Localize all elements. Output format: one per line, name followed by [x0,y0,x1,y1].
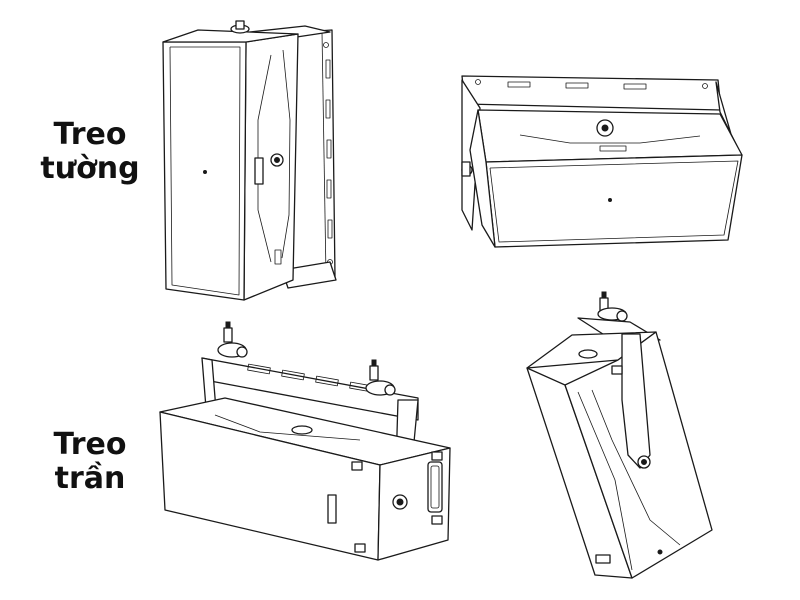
speaker-wall-horizontal [462,76,742,247]
ceiling-clamp [598,292,627,321]
ceiling-mount-label-line2: trần [54,461,126,496]
speaker-wall-vertical [163,21,336,300]
side-handle [428,462,442,512]
ceiling-clamp-left [218,322,247,357]
speaker-left-side [470,110,495,247]
top-connector [292,426,312,434]
side-handle [255,158,263,184]
front-handle [328,495,336,523]
wall-mount-label-line2: tường [40,151,140,186]
wall-mount-label: Treo tường [30,118,150,186]
top-connector [579,350,597,358]
ceiling-clamp-right [366,360,395,395]
ceiling-mount-label: Treo trần [30,428,150,496]
speaker-front-face [486,155,742,247]
wall-mount-label-line1: Treo [53,117,127,152]
ceiling-bracket-arm [622,334,650,468]
speaker-ceiling-horizontal [160,322,450,560]
speaker-top-face [478,110,742,162]
ceiling-mount-label-line1: Treo [53,427,127,462]
speaker-ceiling-tilted [527,292,712,578]
wall-bracket-plate-top [462,76,721,110]
speaker-top-panel [163,30,298,42]
